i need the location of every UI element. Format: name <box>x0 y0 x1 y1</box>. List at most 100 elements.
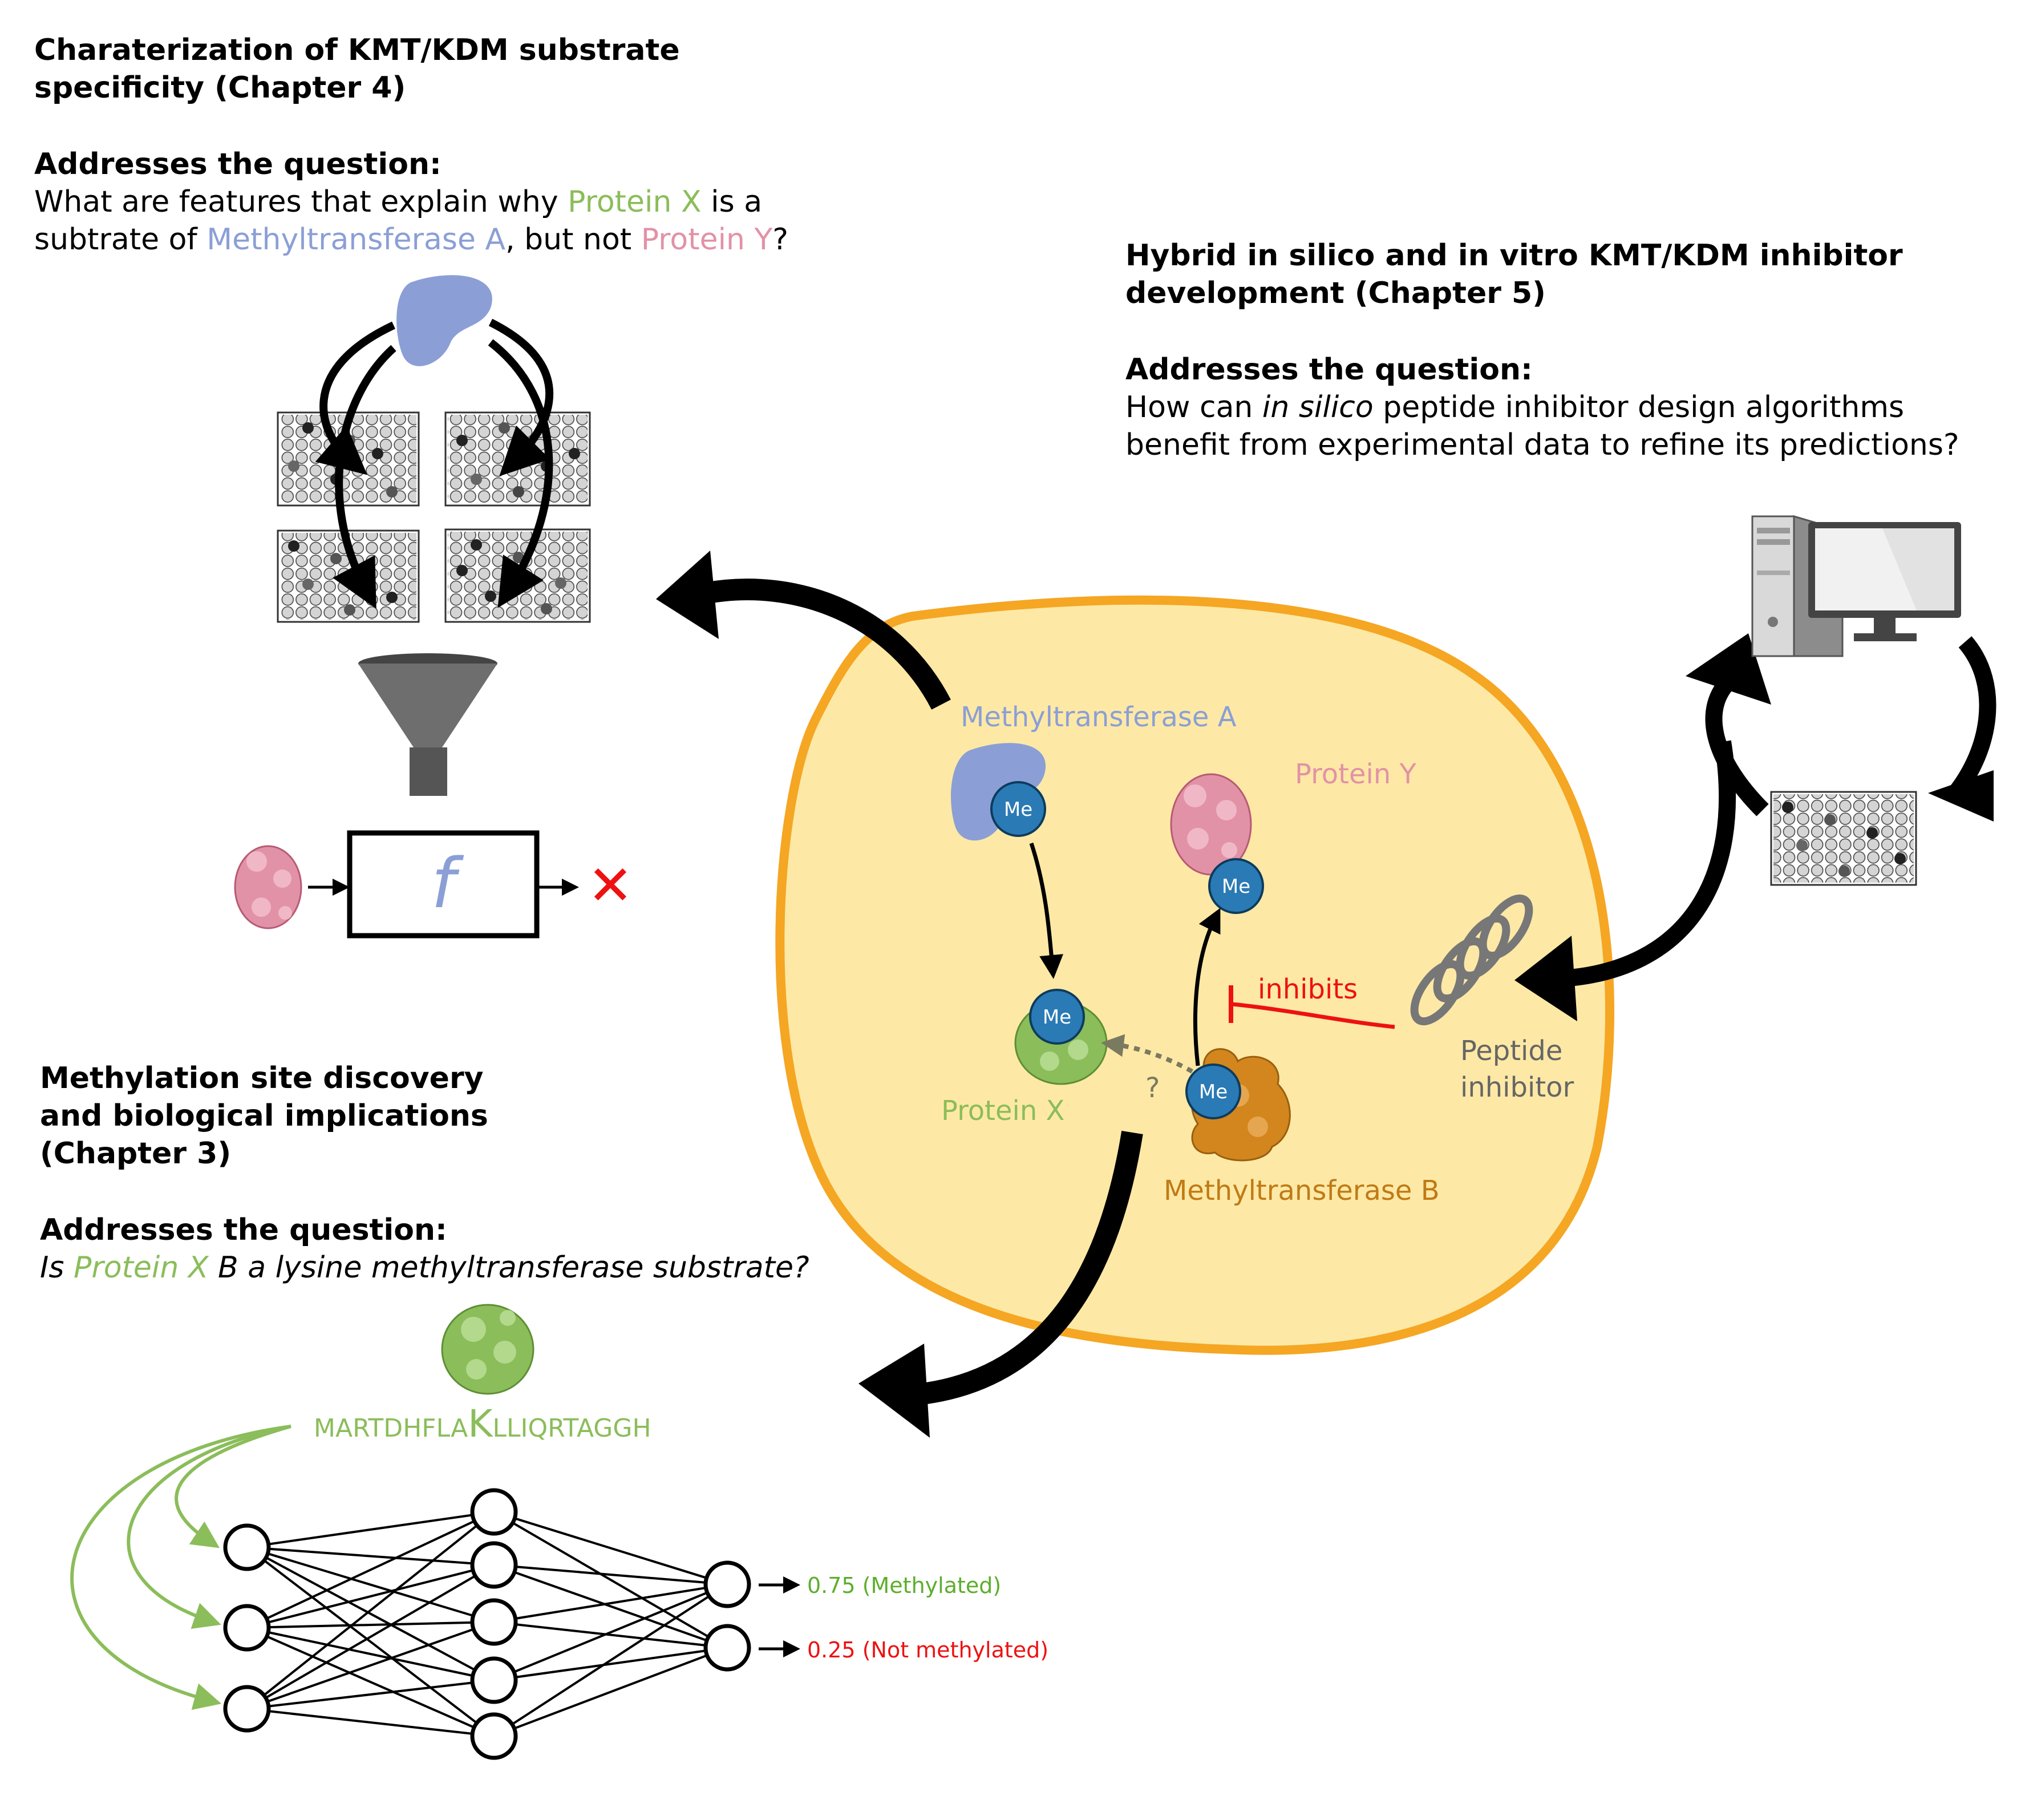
green-protein-icon <box>441 1304 534 1395</box>
output-methylated: 0.75 (Methylated) <box>807 1573 1001 1598</box>
nn-output-node <box>703 1624 751 1672</box>
red-x-icon: ✕ <box>588 854 633 917</box>
sequence-prefix: MARTDHFLA <box>314 1414 468 1443</box>
unknown-methylation-arrow <box>1101 1034 1193 1074</box>
peptide-inhibitor-icon <box>1410 894 1533 1026</box>
ch3-question-label: Addresses the question: <box>40 1213 447 1247</box>
q-text: B a lysine methyltransferase substrate? <box>208 1251 809 1285</box>
protein-x-label: Protein X <box>941 1095 1064 1127</box>
inhibits-label: inhibits <box>1258 973 1358 1005</box>
nn-connection <box>493 1647 728 1681</box>
nn-connection <box>246 1708 495 1737</box>
unknown-mark: ? <box>1145 1072 1160 1104</box>
nn-connection <box>246 1511 495 1710</box>
q-text: Is <box>40 1251 74 1285</box>
ch4-title-line1: Charaterization of KMT/KDM substrate <box>34 33 680 67</box>
nn-connection <box>246 1679 495 1710</box>
ch5-question-line2: benefit from experimental data to refine… <box>1125 428 1959 462</box>
ch5-question-label: Addresses the question: <box>1125 353 1533 387</box>
ch3-title-line3: (Chapter 3) <box>40 1137 232 1171</box>
ch3-title-line2: and biological implications <box>40 1099 488 1133</box>
neural-network-icon <box>223 1488 751 1760</box>
me-badge <box>1208 858 1264 914</box>
nn-connection <box>493 1647 728 1737</box>
q-text: ? <box>772 223 788 257</box>
computer-to-plate-arrow <box>1944 636 1996 804</box>
methylation-arrow-a <box>1029 842 1064 979</box>
nn-hidden-node <box>470 1712 518 1760</box>
nn-connection <box>493 1564 728 1586</box>
methylation-arrow-b <box>1193 908 1221 1066</box>
methyltransferase-a-label: Methyltransferase A <box>961 701 1237 733</box>
ch4-question-line1: What are features that explain why Prote… <box>34 183 762 221</box>
ch4-question-line2: subtrate of Methyltransferase A, but not… <box>34 221 788 258</box>
nn-connection <box>246 1621 495 1710</box>
blue-enzyme-icon <box>396 275 492 366</box>
me-badge-label: Me <box>1043 1006 1071 1029</box>
nn-input-node <box>223 1685 271 1733</box>
plate-to-peptide-arrow <box>1562 740 1736 987</box>
ch4-title-line2: specificity (Chapter 4) <box>34 71 406 105</box>
ch3-question-line1: Is Protein X B a lysine methyltransferas… <box>40 1249 809 1287</box>
me-badge <box>990 781 1046 837</box>
ch4-question-label: Addresses the question: <box>34 147 442 181</box>
cell-to-computer-arrow <box>1705 672 1769 816</box>
ch5-title-line2: development (Chapter 5) <box>1125 276 1546 310</box>
q-text: , but not <box>505 223 641 257</box>
nn-connection <box>246 1627 495 1681</box>
ch5-question-line1: How can in silico peptide inhibitor desi… <box>1125 389 1904 426</box>
nn-connection <box>493 1583 728 1623</box>
nn-connection <box>246 1546 495 1623</box>
me-badge-label: Me <box>1199 1081 1228 1103</box>
me-badge-label: Me <box>1004 798 1032 821</box>
funnel-icon <box>358 653 497 796</box>
protein-y-label: Protein Y <box>1295 758 1417 790</box>
nn-connection <box>246 1627 495 1737</box>
q-text: What are features that explain why <box>34 185 568 219</box>
nn-hidden-node <box>470 1656 518 1704</box>
nn-input-node <box>223 1604 271 1652</box>
nn-hidden-node <box>470 1598 518 1646</box>
nn-output-node <box>703 1560 751 1608</box>
cell-to-chapter4-arrow <box>702 579 951 710</box>
nn-connection <box>493 1621 728 1649</box>
nn-connection <box>246 1621 495 1629</box>
output-not-methylated: 0.25 (Not methylated) <box>807 1637 1048 1663</box>
ch5-title-line1: Hybrid in silico and in vitro KMT/KDM in… <box>1125 238 1903 273</box>
q-protein-y: Protein Y <box>641 223 773 257</box>
nn-connection <box>493 1583 728 1737</box>
me-badge <box>1185 1063 1241 1119</box>
peptide-inhibitor-label-line2: inhibitor <box>1460 1071 1574 1103</box>
me-badge-label: Me <box>1222 875 1250 898</box>
sequence-input-arrows <box>70 1425 291 1710</box>
plate-icon <box>1770 791 1917 886</box>
nn-connection <box>246 1564 495 1710</box>
nn-connection <box>246 1511 495 1629</box>
nn-connection <box>246 1564 495 1629</box>
computer-icon <box>1751 515 1961 657</box>
nn-connection <box>246 1511 495 1548</box>
peptide-inhibitor-label-line1: Peptide <box>1460 1035 1562 1067</box>
nn-connection <box>493 1583 728 1681</box>
q-text: peptide inhibitor design algorithms <box>1373 390 1905 424</box>
methyltransferase-b-label: Methyltransferase B <box>1164 1175 1440 1207</box>
nn-connection <box>246 1546 495 1737</box>
nn-input-node <box>223 1523 271 1571</box>
nn-connection <box>493 1564 728 1649</box>
q-in-silico: in silico <box>1262 390 1374 424</box>
ch3-title-line1: Methylation site discovery <box>40 1061 484 1095</box>
nn-hidden-node <box>470 1541 518 1589</box>
function-box <box>347 830 540 939</box>
pink-protein-icon <box>234 845 302 929</box>
protein-sequence: MARTDHFLAKLLIQRTAGGH <box>314 1402 651 1446</box>
cell-to-chapter3-arrow <box>912 1130 1143 1406</box>
q-text: subtrate of <box>34 223 207 257</box>
lysine-site: K <box>468 1402 493 1446</box>
nn-connection <box>493 1511 728 1649</box>
q-methyltransferase-a: Methyltransferase A <box>206 223 506 257</box>
nn-connection <box>246 1546 495 1566</box>
me-badge <box>1029 989 1085 1045</box>
inhibition-line <box>1232 1002 1395 1029</box>
q-protein-x: Protein X <box>568 185 702 219</box>
